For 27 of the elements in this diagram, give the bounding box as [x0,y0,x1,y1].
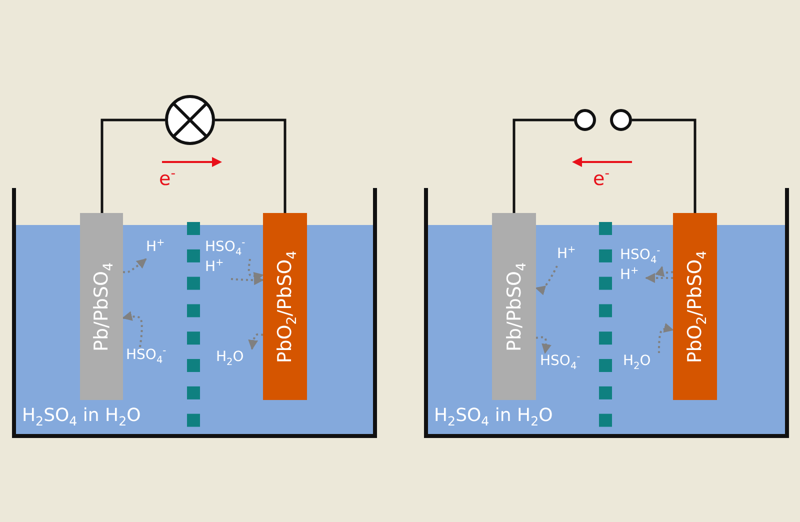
dotted-arrow [248,333,264,350]
electrode [263,213,307,400]
ion-label: H$^{+}$ [620,267,646,287]
ion-label: H$^{+}$ [557,246,583,266]
dotted-arrow [655,266,674,277]
dotted-arrow [536,336,552,354]
dotted-arrow [658,323,674,354]
wire [632,118,696,213]
ion-label: H$^{+}$ [146,239,172,259]
electron-label: e$^{-}$ [159,168,176,190]
electrolyte-label: H$_{2}$SO$_{4}$ in H$_{2}$O [434,405,553,426]
dotted-arrow [535,266,558,296]
wire [512,118,574,213]
wire [215,118,286,213]
dotted-arrow [122,258,147,274]
dotted-arrow [645,273,673,283]
electrode [492,213,536,400]
ion-label: H$_{2}$O [216,349,252,369]
ion-label: H$_{2}$O [623,353,659,373]
electrode [80,213,123,400]
dotted-arrow [230,275,264,286]
electron-label: e$^{-}$ [593,168,610,190]
wire [100,118,165,213]
electrolyte-label: H$_{2}$SO$_{4}$ in H$_{2}$O [22,405,141,426]
ion-label: H$^{+}$ [205,259,231,279]
dotted-arrow [122,311,143,348]
electrode [673,213,717,400]
